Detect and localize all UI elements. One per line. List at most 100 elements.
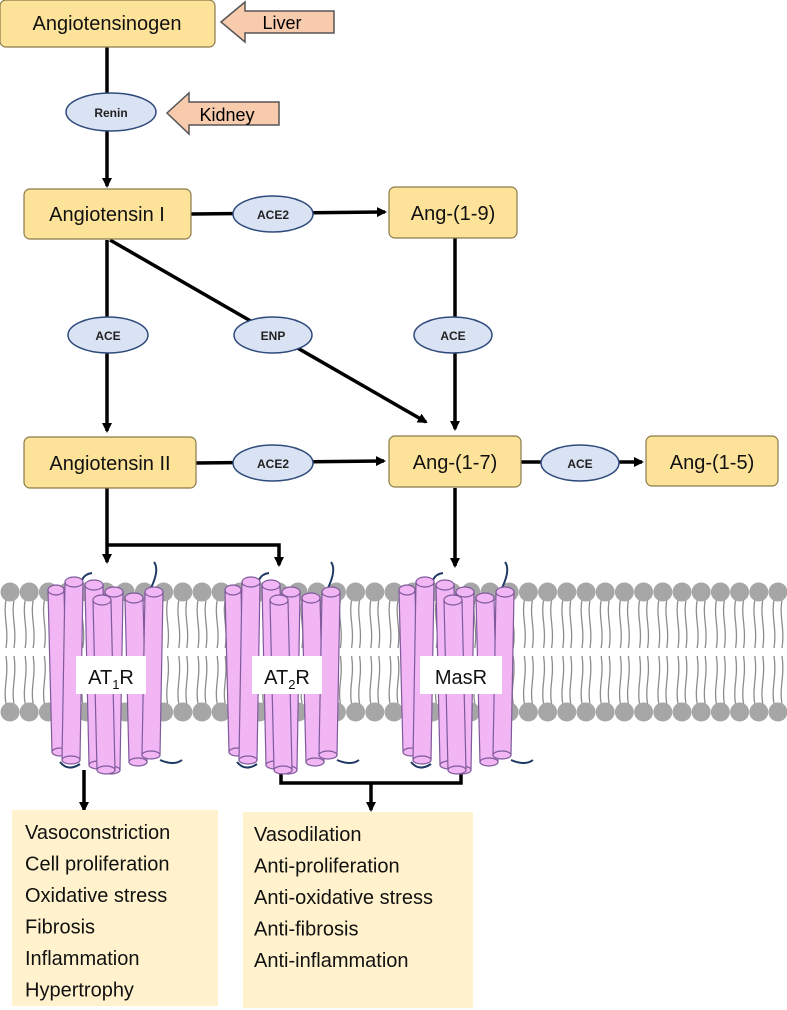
lipid-tail xyxy=(753,655,757,705)
receptor-masr-label: MasR xyxy=(435,667,487,689)
node-ang-1-5-label: Ang-(1-5) xyxy=(670,452,754,474)
lipid-tail xyxy=(166,655,170,705)
lipid-head xyxy=(768,582,787,602)
lipid-tail xyxy=(177,599,181,649)
lipid-tail xyxy=(223,599,227,649)
enzyme-ace-right-label: ACE xyxy=(440,329,465,343)
enzyme-ace-left-label: ACE xyxy=(95,329,120,343)
node-ang-1-7-label: Ang-(1-7) xyxy=(413,452,497,474)
lipid-tail xyxy=(350,655,354,705)
lipid-tail xyxy=(742,599,746,649)
lipid-tail xyxy=(358,599,362,649)
receptor-loop xyxy=(59,561,183,769)
lipid-tail xyxy=(734,599,738,649)
lipid-tail xyxy=(530,655,534,705)
lipid-head xyxy=(173,582,193,602)
lipid-tail xyxy=(350,599,354,649)
receptor-at2r-label: AT2R xyxy=(264,667,310,692)
effects-left-item: Oxidative stress xyxy=(25,885,167,907)
lipid-tail xyxy=(703,599,707,649)
lipid-tail xyxy=(388,599,392,649)
lipid-tail xyxy=(665,655,669,705)
enzyme-enp-label: ENP xyxy=(261,329,286,343)
lipid-head xyxy=(672,702,692,722)
enzyme-renin: Renin xyxy=(65,92,157,132)
effects-right-item: Anti-fibrosis xyxy=(254,919,358,941)
lipid-head xyxy=(614,582,634,602)
lipid-tail xyxy=(657,655,661,705)
enzyme-ace-far-right-label: ACE xyxy=(567,457,592,471)
effects-left-item: Fibrosis xyxy=(25,917,95,939)
lipid-tail xyxy=(569,599,573,649)
lipid-tail xyxy=(550,655,554,705)
lipid-tail xyxy=(684,599,688,649)
liver-source-arrow: Liver xyxy=(219,0,335,44)
lipid-tail xyxy=(684,655,688,705)
lipid-tail xyxy=(31,655,35,705)
lipid-head xyxy=(192,582,212,602)
receptor-at1r-label-box: AT1R xyxy=(76,656,146,694)
lipid-tail xyxy=(626,655,630,705)
effects-left-item: Hypertrophy xyxy=(25,980,134,1002)
enzyme-enp: ENP xyxy=(233,316,313,354)
node-angiotensin-i: Angiotensin I xyxy=(23,188,192,240)
lipid-tail xyxy=(569,655,573,705)
lipid-tail xyxy=(396,599,400,649)
node-angiotensinogen-label: Angiotensinogen xyxy=(32,13,181,35)
lipid-tail xyxy=(42,599,46,649)
lipid-head xyxy=(710,582,730,602)
lipid-tail xyxy=(676,655,680,705)
lipid-tail xyxy=(223,655,227,705)
lipid-tail xyxy=(646,599,650,649)
lipid-tail xyxy=(561,655,565,705)
receptor-at1r-label: AT1R xyxy=(88,667,134,692)
lipid-head xyxy=(749,582,769,602)
lipid-head xyxy=(730,582,750,602)
lipid-tail xyxy=(580,655,584,705)
lipid-tail xyxy=(676,599,680,649)
lipid-tail xyxy=(638,655,642,705)
lipid-head xyxy=(192,702,212,722)
lipid-head xyxy=(634,582,654,602)
lipid-tail xyxy=(695,599,699,649)
lipid-tail xyxy=(542,599,546,649)
effects-left-item: Cell proliferation xyxy=(25,854,170,876)
lipid-head xyxy=(730,702,750,722)
lipid-head xyxy=(384,702,404,722)
lipid-tail xyxy=(599,599,603,649)
lipid-tail xyxy=(607,599,611,649)
lipid-tail xyxy=(177,655,181,705)
lipid-tail xyxy=(561,599,565,649)
lipid-tail xyxy=(530,599,534,649)
lipid-tail xyxy=(761,655,765,705)
lipid-tail xyxy=(618,655,622,705)
receptor-loop xyxy=(236,561,360,769)
lipid-tail xyxy=(665,599,669,649)
enzyme-ace2-top-label: ACE2 xyxy=(257,208,289,222)
lipid-tail xyxy=(753,599,757,649)
enzyme-ace2-bottom: ACE2 xyxy=(232,444,314,482)
node-angiotensin-ii-label: Angiotensin II xyxy=(49,453,170,475)
lipid-head xyxy=(557,582,577,602)
lipid-tail xyxy=(522,599,526,649)
lipid-tail xyxy=(780,655,784,705)
effects-right-item: Anti-oxidative stress xyxy=(254,887,433,909)
lipid-head xyxy=(691,702,711,722)
lipid-tail xyxy=(4,655,8,705)
lipid-tail xyxy=(369,599,373,649)
lipid-head xyxy=(595,582,615,602)
effects-right-item: Vasodilation xyxy=(254,824,361,846)
lipid-tail xyxy=(12,655,16,705)
lipid-head xyxy=(710,702,730,722)
lipid-tail xyxy=(742,655,746,705)
lipid-tail xyxy=(550,599,554,649)
kidney-label: Kidney xyxy=(199,105,254,125)
lipid-tail xyxy=(772,599,776,649)
lipid-tail xyxy=(599,655,603,705)
lipid-tail xyxy=(638,599,642,649)
lipid-tail xyxy=(215,599,219,649)
lipid-tail xyxy=(31,599,35,649)
lipid-tail xyxy=(734,655,738,705)
enzyme-ace2-top: ACE2 xyxy=(232,195,314,233)
